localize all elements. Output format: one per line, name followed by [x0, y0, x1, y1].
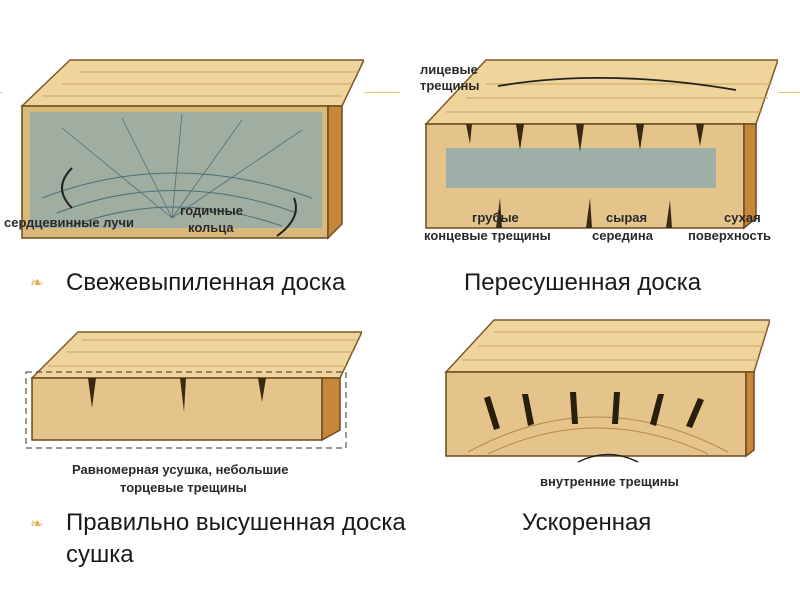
- fresh-board-labels: сердцевинные лучи годичные кольца: [4, 203, 243, 235]
- label-internal-cracks: внутренние трещины: [540, 474, 679, 489]
- label-dry-surface-1: сухая: [724, 210, 761, 225]
- label-rough-cracks-1: грубые: [472, 210, 519, 225]
- label-wet-middle-2: середина: [592, 228, 654, 243]
- top-mid-decor-line: [364, 92, 400, 93]
- proper-board-labels: Равномерная усушка, небольшие торцевые т…: [72, 462, 288, 495]
- label-dry-surface-2: поверхность: [688, 228, 771, 243]
- caption-overdried-board: Пересушенная доска: [464, 269, 702, 296]
- top-right-decor-line: [778, 92, 800, 93]
- caption-fresh-board: Свежевыпиленная доска: [66, 269, 346, 296]
- label-even-shrink-1: Равномерная усушка, небольшие: [72, 462, 288, 477]
- label-growth-rings-1: годичные: [180, 203, 243, 218]
- label-rough-cracks-2: концевые трещины: [424, 228, 551, 243]
- overdried-board-illustration: [406, 48, 778, 248]
- label-heart-rays: сердцевинные лучи: [4, 215, 134, 230]
- label-growth-rings-2: кольца: [188, 220, 234, 235]
- caption-proper-board: Правильно высушенная доска: [66, 509, 406, 536]
- label-even-shrink-2: торцевые трещины: [120, 480, 247, 495]
- caption-accelerated-1: Ускоренная: [522, 509, 652, 536]
- caption-accelerated-2: сушка: [66, 541, 134, 568]
- overdried-board-labels: лицевые трещины грубые концевые трещины …: [420, 62, 771, 243]
- fresh-board-illustration: [2, 48, 364, 246]
- accelerated-board-labels: внутренние трещины: [540, 474, 679, 489]
- bullet-icon: ❧: [30, 275, 44, 292]
- label-face-cracks-1: лицевые: [420, 62, 478, 77]
- bullet-icon: ❧: [30, 516, 44, 533]
- label-face-cracks-2: трещины: [420, 78, 479, 93]
- proper-board-illustration: [18, 322, 362, 498]
- label-wet-middle-1: сырая: [606, 210, 647, 225]
- accelerated-board-illustration: [438, 312, 770, 494]
